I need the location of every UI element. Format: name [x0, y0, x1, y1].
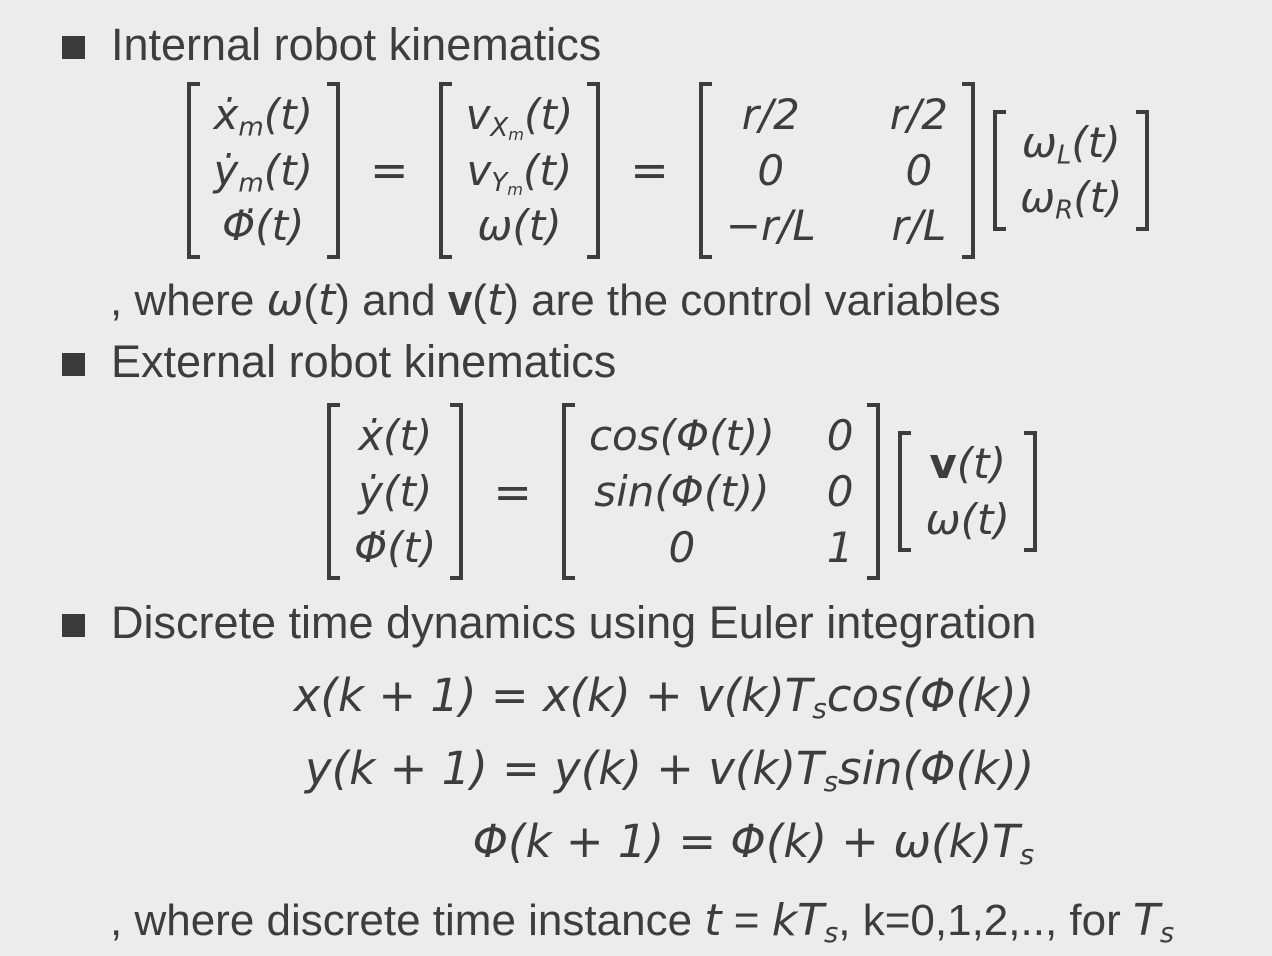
right-bracket-icon: [587, 82, 601, 259]
matrix-cell: ẏ(t): [358, 466, 433, 516]
bullet-item-internal-kinematics: Internal robot kinematics: [62, 18, 1236, 72]
matrix-cell: ω(t): [925, 494, 1010, 544]
note-control-variables: , where ω(t) and v(t) are the control va…: [110, 274, 1001, 326]
right-bracket-icon: [1023, 431, 1037, 553]
left-bracket-icon: [327, 403, 341, 581]
matrix-cell: vXm(t): [465, 90, 574, 144]
matrix-cell: vYm(t): [466, 145, 573, 200]
left-bracket-icon: [698, 82, 712, 259]
matrix-cell: 0: [826, 466, 854, 516]
right-bracket-icon: [961, 82, 975, 259]
equation-phi-update: Φ(k + 1) = Φ(k) + ω(k)Ts: [472, 814, 1035, 871]
discrete-euler-equations: x(k + 1) = x(k) + v(k)Tscos(Φ(k)) y(k + …: [294, 660, 1034, 879]
matrix-cell: ωR(t): [1019, 173, 1123, 226]
matrix-cell: 0: [757, 145, 785, 195]
left-bracket-icon: [186, 82, 200, 259]
matrix-body: ωL(t)ωR(t): [1006, 110, 1137, 231]
right-bracket-icon: [1136, 109, 1150, 231]
matrix-cell: r/2: [741, 90, 800, 139]
right-bracket-icon: [450, 403, 464, 581]
wheel-speed-vector: ωL(t)ωR(t): [992, 109, 1150, 231]
bullet-square-icon: [62, 35, 85, 59]
pose-derivative-vector: ẋ(t)ẏ(t) Φ̇(t): [327, 403, 464, 581]
left-bracket-icon: [898, 431, 912, 553]
bullet-item-discrete-dynamics: Discrete time dynamics using Euler integ…: [62, 596, 1236, 650]
equation-x-update: x(k + 1) = x(k) + v(k)Tscos(Φ(k)): [293, 669, 1035, 726]
velocity-vector: vXm(t)vYm(t)ω(t): [438, 82, 601, 259]
equals-sign: =: [493, 464, 532, 519]
matrix-cell: cos(Φ(t)): [588, 411, 775, 461]
equals-sign: =: [370, 143, 409, 198]
bullet-label-internal: Internal robot kinematics: [111, 19, 602, 70]
matrix-cell: 0: [668, 522, 696, 572]
wheel-kinematics-matrix: r/2 r/2 0 0 −r/L r/L: [698, 82, 975, 259]
matrix-cell: r/L: [891, 201, 947, 251]
matrix-cell: Φ̇(t): [354, 522, 437, 572]
bullet-label-discrete: Discrete time dynamics using Euler integ…: [111, 597, 1037, 649]
bullet-item-external-kinematics: External robot kinematics: [62, 335, 1236, 389]
matrix-cell: ωL(t): [1021, 117, 1121, 171]
left-bracket-icon: [438, 82, 452, 259]
equation-y-update: y(k + 1) = y(k) + v(k)Tssin(Φ(k)): [305, 741, 1035, 798]
matrix-cell: ẋ(t): [358, 411, 433, 461]
control-vector: v(t)ω(t): [898, 431, 1037, 553]
matrix-body: vXm(t)vYm(t)ω(t): [452, 82, 588, 259]
note-discrete-time: , where discrete time instance t = kTs, …: [110, 894, 1175, 949]
bullet-label-external: External robot kinematics: [111, 336, 617, 388]
matrix-cell: 0: [826, 411, 854, 461]
matrix-cell: sin(Φ(t)): [594, 466, 770, 516]
matrix-body: r/2 r/2 0 0 −r/L r/L: [712, 82, 962, 259]
matrix-cell: 1: [826, 522, 854, 572]
matrix-cell: −r/L: [725, 201, 816, 251]
matrix-cell: ẏm(t): [213, 145, 314, 199]
matrix-cell: v(t): [929, 439, 1006, 489]
state-derivative-vector: ẋm(t)ẏm(t)Φ̇(t): [186, 82, 341, 259]
matrix-body: v(t)ω(t): [911, 431, 1023, 552]
matrix-cell: Φ̇(t): [222, 201, 305, 251]
bullet-square-icon: [62, 613, 85, 637]
bullet-square-icon: [62, 352, 85, 376]
matrix-body: ẋm(t)ẏm(t)Φ̇(t): [200, 82, 327, 259]
left-bracket-icon: [561, 403, 575, 581]
equals-sign: =: [630, 143, 669, 198]
right-bracket-icon: [327, 82, 341, 259]
matrix-cell: r/2: [889, 90, 948, 139]
equation-internal-kinematics: ẋm(t)ẏm(t)Φ̇(t) = vXm(t)vYm(t)ω(t) = r/2…: [36, 82, 1236, 259]
matrix-body: ẋ(t)ẏ(t) Φ̇(t): [340, 403, 450, 580]
right-bracket-icon: [867, 403, 881, 581]
matrix-cell: 0: [905, 145, 933, 195]
matrix-cell: ẋm(t): [213, 90, 314, 143]
matrix-cell: ω(t): [477, 201, 562, 251]
left-bracket-icon: [992, 109, 1006, 231]
